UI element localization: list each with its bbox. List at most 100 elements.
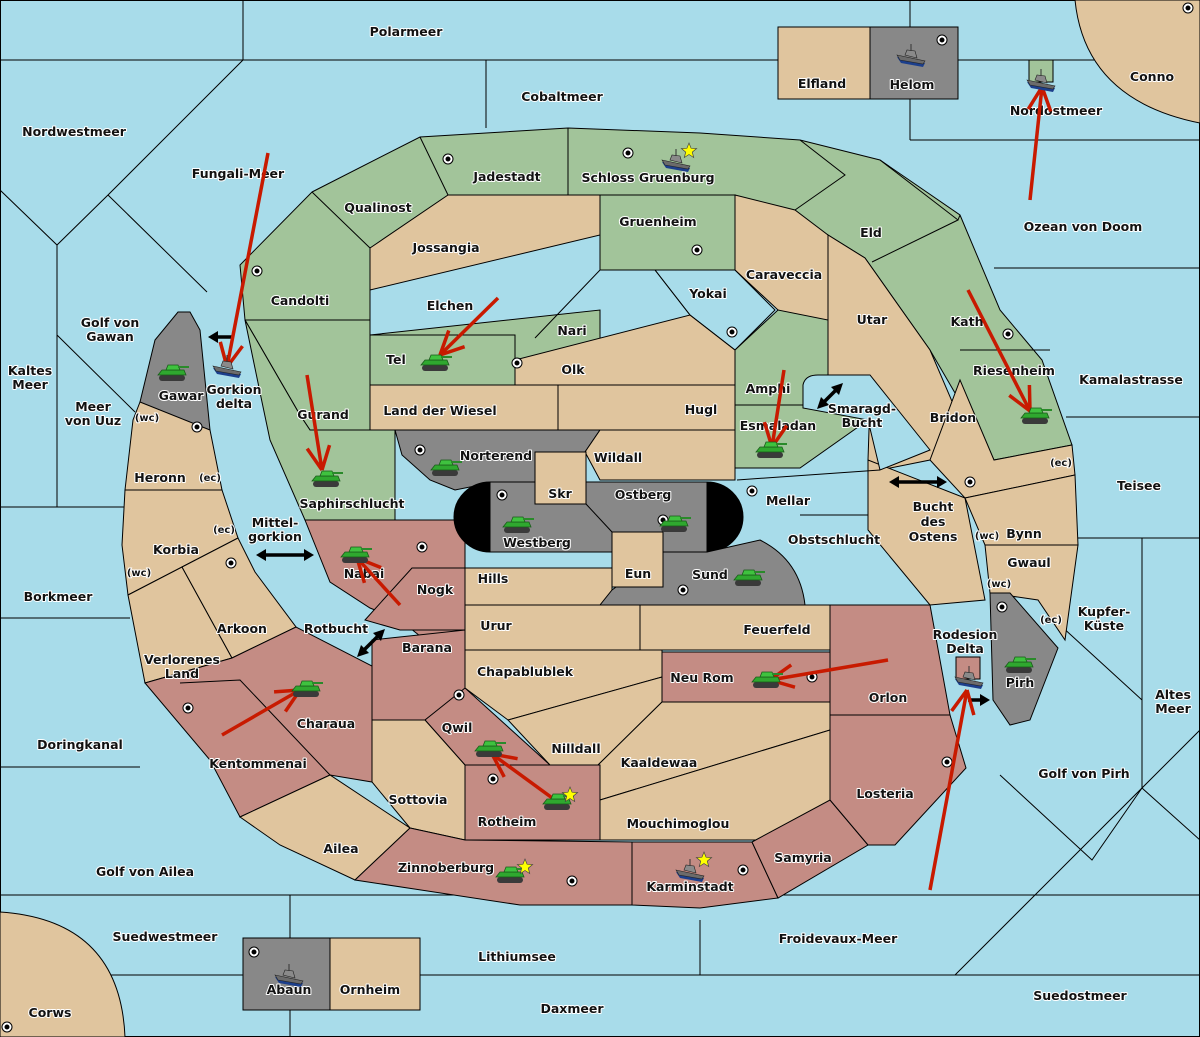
- province-conno[interactable]: [1074, 0, 1200, 124]
- fleet-ship-icon[interactable]: [954, 666, 984, 689]
- label-helom: Helom: [890, 77, 935, 92]
- label-altes-meer-2: Meer: [1155, 701, 1191, 716]
- fleet-ship-icon[interactable]: [274, 964, 304, 987]
- supply-center-icon: [225, 557, 237, 569]
- fleet-ship-icon[interactable]: [1026, 69, 1056, 92]
- province-elfland[interactable]: [777, 26, 871, 100]
- label-nari: Nari: [557, 323, 586, 338]
- label-wildall: Wildall: [594, 450, 642, 465]
- army-tank-icon[interactable]: [751, 671, 783, 688]
- label-elfland: Elfland: [798, 76, 846, 91]
- coast-label-korbia-ec: (ec): [213, 525, 235, 536]
- label-cobaltmeer: Cobaltmeer: [521, 89, 603, 104]
- supply-center-icon: [191, 421, 203, 433]
- label-saphirschlucht: Saphirschlucht: [300, 496, 405, 511]
- sea-smaragd-bucht[interactable]: [802, 374, 931, 471]
- label-kaltes-meer-2: Meer: [12, 377, 48, 392]
- province-eun[interactable]: [611, 531, 664, 588]
- label-eun: Eun: [625, 566, 651, 581]
- label-fungali-meer: Fungali-Meer: [192, 166, 285, 181]
- label-meer-von-uuz-1: Meer: [75, 399, 111, 414]
- province-arkoon[interactable]: [181, 537, 297, 659]
- province-mellar-obstschlucht[interactable]: [867, 459, 986, 606]
- army-tank-icon[interactable]: [502, 516, 534, 533]
- fleet-ship-icon[interactable]: [896, 44, 926, 67]
- label-pirh: Pirh: [1006, 675, 1035, 690]
- fleet-ship-icon[interactable]: [675, 859, 705, 882]
- province-ornheim[interactable]: [329, 937, 421, 1011]
- coast-label-teisee-ec: (ec): [1050, 458, 1072, 469]
- label-smaragd-bucht-1: Smaragd-: [828, 401, 896, 416]
- label-karminstadt: Karminstadt: [646, 879, 733, 894]
- label-kamalastrasse: Kamalastrasse: [1079, 372, 1183, 387]
- army-tank-icon[interactable]: [733, 569, 765, 586]
- label-bucht-des-ostens-2: des: [921, 514, 946, 529]
- army-tank-icon[interactable]: [157, 364, 189, 381]
- army-tank-icon[interactable]: [291, 680, 323, 697]
- label-golf-von-ailea: Golf von Ailea: [96, 864, 194, 879]
- link-smaragd-arrow: [817, 383, 843, 409]
- order-arrows: [218, 86, 1053, 891]
- supply-center-icon: [996, 601, 1008, 613]
- label-chapablublek: Chapablublek: [477, 664, 574, 679]
- supply-center-icon: [936, 34, 948, 46]
- label-doringkanal: Doringkanal: [37, 737, 123, 752]
- army-tank-icon[interactable]: [755, 441, 787, 458]
- label-rodesion-delta-2: Delta: [946, 641, 984, 656]
- province-corws[interactable]: [0, 911, 126, 1037]
- province-land-der-wiesel[interactable]: [369, 384, 559, 433]
- army-tank-icon[interactable]: [430, 459, 462, 476]
- label-eld: Eld: [860, 225, 882, 240]
- label-elchen: Elchen: [427, 298, 474, 313]
- label-verlorenes-land-2: Land: [165, 666, 199, 681]
- label-kupfer-kueste-1: Kupfer-: [1078, 604, 1131, 619]
- label-kaaldewaa: Kaaldewaa: [621, 755, 698, 770]
- supply-center-icon: [1002, 328, 1014, 340]
- province-hugl[interactable]: [557, 384, 736, 433]
- province-gruenheim[interactable]: [599, 194, 736, 271]
- label-kath: Kath: [951, 314, 984, 329]
- province-losteria[interactable]: [829, 714, 967, 846]
- label-mittelgorkion-2: gorkion: [248, 529, 302, 544]
- army-tank-icon[interactable]: [311, 470, 343, 487]
- label-gurand: Gurand: [297, 407, 349, 422]
- province-wildall[interactable]: [584, 429, 736, 481]
- label-westberg: Westberg: [503, 535, 571, 550]
- province-gwaul[interactable]: [984, 544, 1079, 642]
- label-qualinost: Qualinost: [344, 200, 411, 215]
- home-center-star-icon: [680, 142, 698, 159]
- units: [157, 44, 1056, 987]
- canal-links: [256, 383, 947, 657]
- army-tank-icon[interactable]: [474, 740, 506, 757]
- label-nordostmeer: Nordostmeer: [1010, 103, 1103, 118]
- province-sund[interactable]: [598, 539, 806, 606]
- army-tank-icon[interactable]: [659, 515, 691, 532]
- supply-center-icon: [251, 265, 263, 277]
- label-obstschlucht: Obstschlucht: [788, 532, 880, 547]
- label-mouchimoglou: Mouchimoglou: [627, 816, 730, 831]
- province-neu-rom[interactable]: [661, 651, 831, 703]
- fleet-ship-icon[interactable]: [212, 355, 242, 378]
- label-kentommenai: Kentommenai: [209, 756, 307, 771]
- labels: PolarmeerCobaltmeerNordwestmeerFungali-M…: [7, 23, 1193, 1021]
- label-kaltes-meer-1: Kaltes: [8, 363, 52, 378]
- supply-center-icon: [248, 946, 260, 958]
- army-tank-icon[interactable]: [1004, 656, 1036, 673]
- label-losteria: Losteria: [856, 786, 913, 801]
- fleet-ship-icon[interactable]: [661, 149, 691, 172]
- army-tank-icon[interactable]: [1020, 407, 1052, 424]
- supply-center-icon: [414, 444, 426, 456]
- province-karminstadt[interactable]: [631, 841, 779, 909]
- army-tank-icon[interactable]: [340, 546, 372, 563]
- supply-center-icon: [566, 875, 578, 887]
- army-tank-icon[interactable]: [420, 354, 452, 371]
- label-gorkion-delta-2: delta: [216, 396, 252, 411]
- supply-center-icon: [677, 584, 689, 596]
- label-nordwestmeer: Nordwestmeer: [22, 124, 127, 139]
- army-tank-icon[interactable]: [495, 866, 527, 883]
- label-conno: Conno: [1130, 69, 1175, 84]
- coast-label-gwaul-ec: (ec): [1040, 615, 1062, 626]
- province-rotheim[interactable]: [464, 764, 601, 841]
